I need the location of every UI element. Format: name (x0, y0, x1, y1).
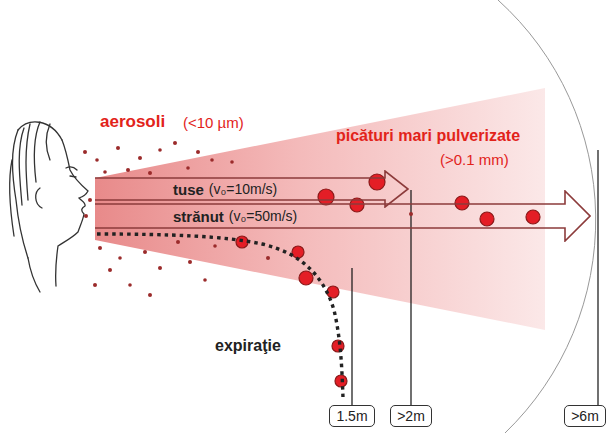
range-arc (498, 0, 596, 433)
arrow-shape (95, 171, 408, 207)
spray-arrow: tuse (v₀=10m/s) (95, 170, 409, 208)
droplet-label: picături mari pulverizate (336, 127, 520, 145)
distance-line (410, 190, 411, 405)
distance-box: >2m (390, 405, 432, 427)
distance-box: 1.5m (329, 405, 375, 427)
distance-value: >2m (397, 408, 425, 424)
distance-line (351, 268, 352, 405)
aerosol-dots (83, 141, 413, 297)
arrow-text-row: tuse (v₀=10m/s) (173, 178, 277, 200)
size-note: (<10 µm) (183, 114, 244, 131)
distance-box: >6m (564, 405, 606, 427)
arrow-outline (95, 190, 591, 242)
distance-line (597, 150, 598, 405)
distance-value: >6m (571, 408, 599, 424)
size-note: (>0.1 mm) (440, 151, 509, 168)
velocity-note: (v₀=50m/s) (229, 208, 297, 224)
arrow-title: tuse (173, 181, 204, 198)
arrow-text-row: strănut (v₀=50m/s) (173, 204, 297, 228)
arrow-shape (95, 191, 590, 241)
spray-cone (95, 88, 545, 330)
exhalation-path (97, 234, 343, 398)
spray-arrow: strănut (v₀=50m/s) (95, 190, 591, 242)
velocity-note: (v₀=10m/s) (209, 181, 277, 197)
aerosol-label: aerosoli (100, 112, 165, 132)
exhalation-label: expiraţie (215, 337, 281, 355)
distance-value: 1.5m (336, 408, 367, 424)
head-figure (10, 122, 88, 292)
droplets (236, 174, 540, 387)
arrow-title: strănut (173, 208, 224, 225)
